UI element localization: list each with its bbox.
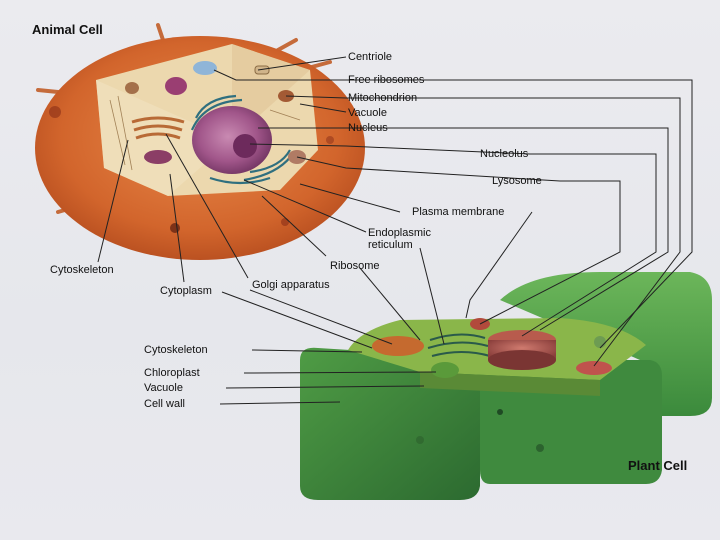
plant-cell-title: Plant Cell [628,458,688,473]
label-er-line2: reticulum [368,239,413,251]
plant-mitochondrion [576,361,612,375]
label-cytoskeleton-animal: Cytoskeleton [50,264,114,276]
label-nucleolus: Nucleolus [480,148,529,160]
animal-cell [35,23,365,260]
label-cytoskeleton-plant: Cytoskeleton [144,344,208,356]
label-er-line1: Endoplasmic [368,227,431,239]
animal-cell-title: Animal Cell [32,22,103,37]
label-lysosome: Lysosome [492,175,542,187]
label-chloroplast: Chloroplast [144,367,200,379]
label-centriole: Centriole [348,51,393,63]
label-ribosome: Ribosome [330,260,380,272]
plant-chloroplast [431,362,459,378]
label-cell-wall: Cell wall [144,398,185,410]
plant-er [427,333,491,357]
animal-er [190,94,295,185]
animal-nucleus [192,106,272,174]
animal-golgi [131,116,185,140]
label-vacuole-plant: Vacuole [144,382,183,394]
label-vacuole-animal: Vacuole [348,107,387,119]
label-plasma-membrane: Plasma membrane [412,206,505,218]
label-cytoplasm: Cytoplasm [160,285,212,297]
label-golgi-apparatus: Golgi apparatus [252,279,330,291]
label-mitochondrion: Mitochondrion [348,92,418,104]
leader-lines [97,56,693,405]
plant-cell [300,272,712,500]
label-nucleus: Nucleus [348,122,388,134]
label-free-ribosomes: Free ribosomes [348,74,425,86]
animal-nucleolus [233,134,257,158]
